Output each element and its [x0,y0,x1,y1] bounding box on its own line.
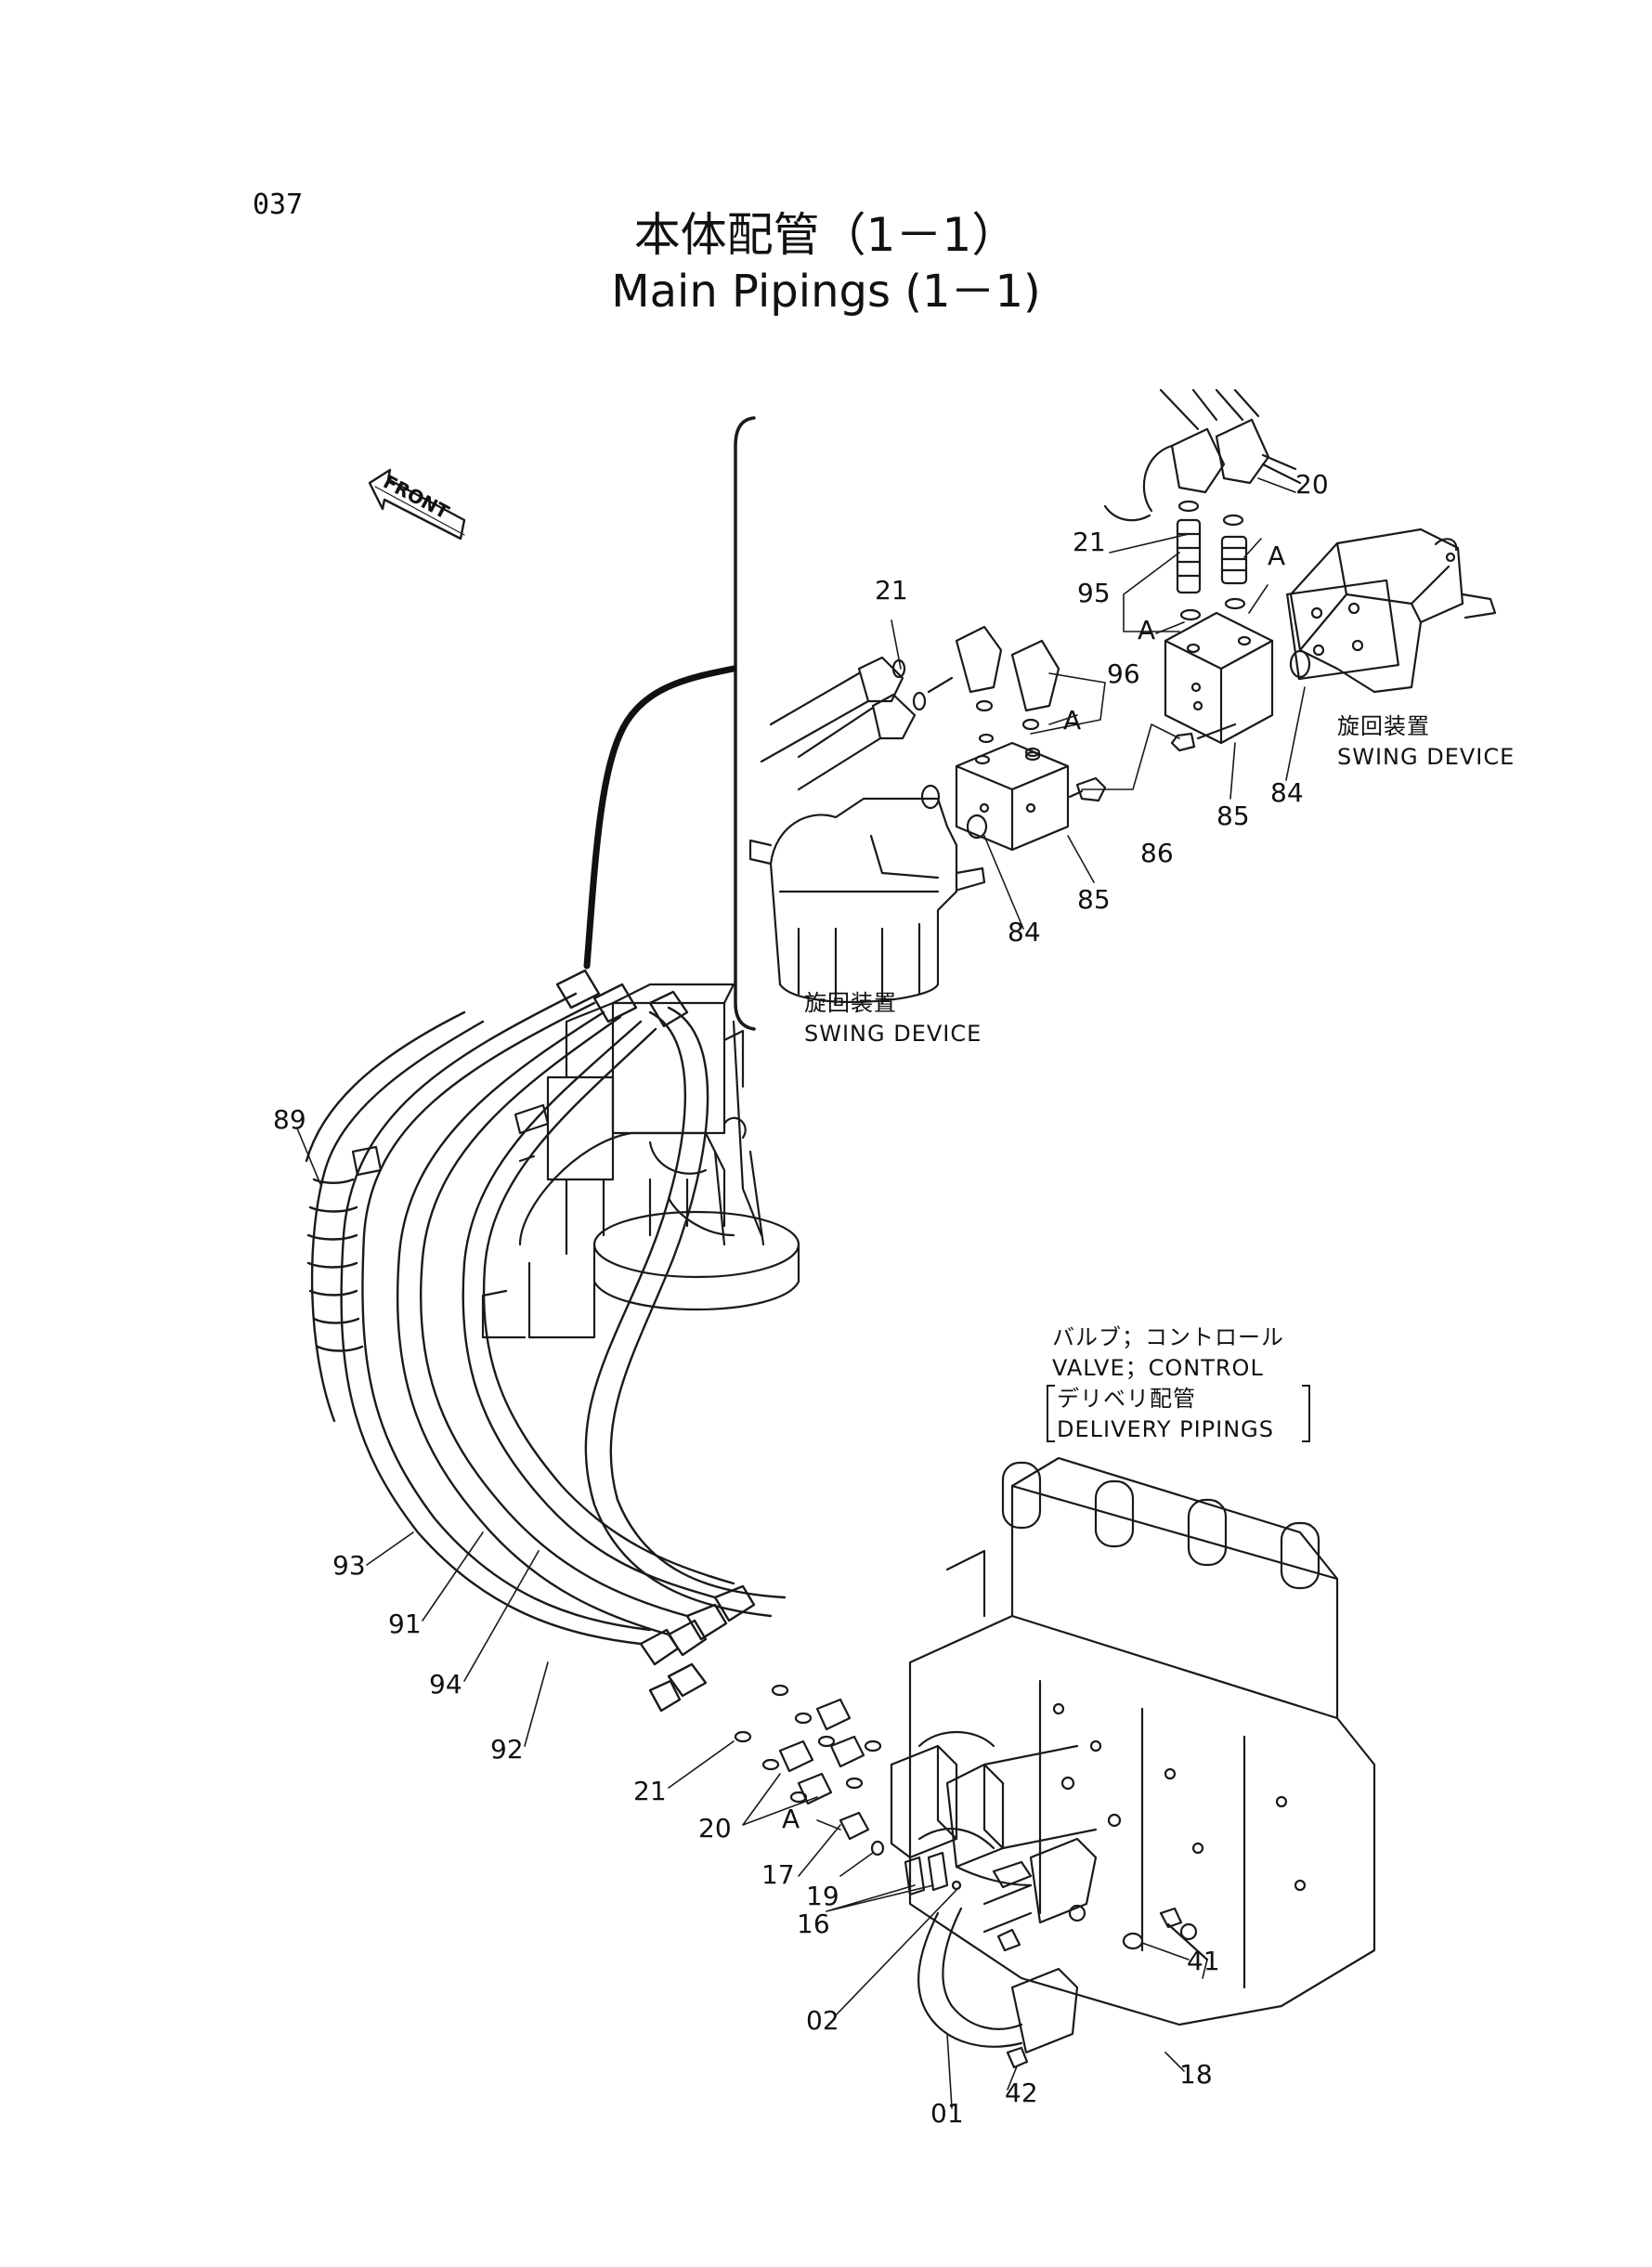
callout-17: 17 [761,1859,795,1890]
callout-a-mid: A [1063,705,1082,736]
callout-a-top-2: A [1268,541,1286,571]
swing-device-lower-label-en: SWING DEVICE [804,1021,982,1047]
page-number: 037 [253,189,304,221]
callout-95: 95 [1077,578,1111,608]
callout-18: 18 [1179,2059,1213,2090]
callout-84-right: 84 [1270,777,1304,808]
delivery-pipe-assembly [890,1744,1098,2054]
callout-85-mid: 85 [1077,884,1111,915]
callout-20-top: 20 [1295,469,1329,500]
control-valve-label-en: VALVE；CONTROL [1052,1355,1264,1381]
callout-84-mid: 84 [1008,917,1041,947]
page-title-english: Main Pipings (1－1) [611,266,1041,318]
callout-19: 19 [806,1881,839,1911]
callout-a-top-1: A [1138,615,1156,645]
callout-86: 86 [1140,838,1174,868]
delivery-pipings-label-en: DELIVERY PIPINGS [1057,1416,1274,1442]
upper-right-block-85 [1164,611,1311,752]
control-valve-label-jp: バルブ；コントロール [1052,1324,1284,1350]
front-arrow-icon [368,468,466,541]
swing-device-upper-label-jp: 旋回装置 [1337,713,1430,739]
control-valve [908,1456,1376,2026]
middle-elbows-96 [760,625,1060,791]
callout-02: 02 [806,2005,839,2036]
middle-block-85 [920,741,1107,852]
delivery-pipings-brackets [1047,1385,1310,1442]
swing-device-upper-label-en: SWING DEVICE [1337,744,1515,770]
page-title-japanese: 本体配管（1－1） [633,208,1019,262]
callout-21-bottom: 21 [633,1776,667,1806]
callout-16: 16 [797,1909,830,1939]
delivery-pipings-label-jp: デリベリ配管 [1057,1386,1196,1412]
callout-a-bottom: A [782,1804,800,1834]
callout-21-mid: 21 [875,575,908,606]
callout-96: 96 [1107,658,1140,689]
callout-85-right: 85 [1216,801,1250,831]
callout-leaders [296,477,1306,2109]
callout-93: 93 [332,1550,366,1581]
main-swing-device [351,983,800,1339]
callout-94: 94 [429,1669,462,1700]
callout-92: 92 [490,1734,524,1765]
callout-01: 01 [930,2098,964,2129]
callout-91: 91 [388,1609,422,1639]
callout-42: 42 [1005,2078,1038,2108]
inset-bracket [583,416,756,1031]
swing-device-lower-label-jp: 旋回装置 [804,990,897,1016]
upper-right-swing-device [1286,528,1497,694]
small-fittings [734,1684,1209,2069]
callout-20-bottom: 20 [698,1813,732,1844]
middle-swing-device [748,797,986,1005]
hose-bundle [305,969,787,1713]
callout-41: 41 [1187,1946,1220,1976]
callout-21-top: 21 [1073,527,1106,557]
upper-right-adapters-95-20 [1103,388,1302,621]
callout-89: 89 [273,1104,306,1135]
